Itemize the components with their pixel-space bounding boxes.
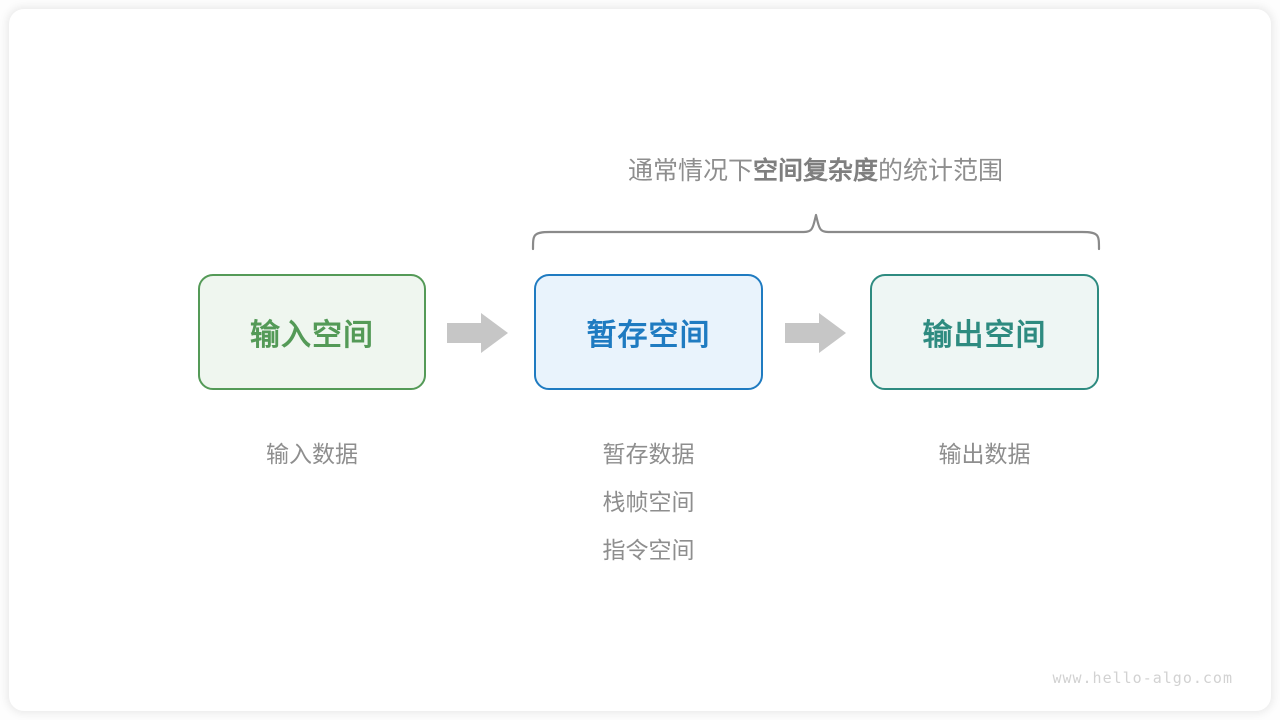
box-input-space-label: 输入空间 bbox=[250, 319, 374, 352]
brace-caption-emphasis: 空间复杂度 bbox=[752, 157, 878, 185]
caption-line: 输入数据 bbox=[266, 441, 358, 467]
arrow-right-icon bbox=[447, 313, 508, 353]
caption-line: 暂存数据 bbox=[602, 441, 695, 467]
caption-temp-space: 暂存数据 栈帧空间 指令空间 bbox=[534, 430, 763, 574]
arrow-right-icon bbox=[785, 313, 846, 353]
box-output-space[interactable]: 输出空间 bbox=[870, 274, 1099, 390]
caption-line: 栈帧空间 bbox=[602, 489, 695, 515]
caption-line: 指令空间 bbox=[602, 537, 695, 563]
box-output-space-label: 输出空间 bbox=[922, 319, 1047, 352]
brace-caption-suffix: 的统计范围 bbox=[878, 157, 1004, 185]
brace-caption: 通常情况下空间复杂度的统计范围 bbox=[532, 153, 1099, 189]
box-input-space[interactable]: 输入空间 bbox=[198, 274, 426, 390]
brace-caption-prefix: 通常情况下 bbox=[627, 157, 753, 185]
caption-input-space: 输入数据 bbox=[198, 430, 426, 478]
watermark: www.hello-algo.com bbox=[1052, 669, 1233, 687]
box-temp-space[interactable]: 暂存空间 bbox=[534, 274, 763, 390]
box-temp-space-label: 暂存空间 bbox=[586, 319, 711, 352]
caption-output-space: 输出数据 bbox=[870, 430, 1099, 478]
caption-line: 输出数据 bbox=[938, 441, 1031, 467]
curly-brace-icon bbox=[531, 213, 1101, 251]
diagram-card: 通常情况下空间复杂度的统计范围 输入空间 暂存空间 输出空间 输入数据 暂存数据 bbox=[9, 9, 1271, 711]
